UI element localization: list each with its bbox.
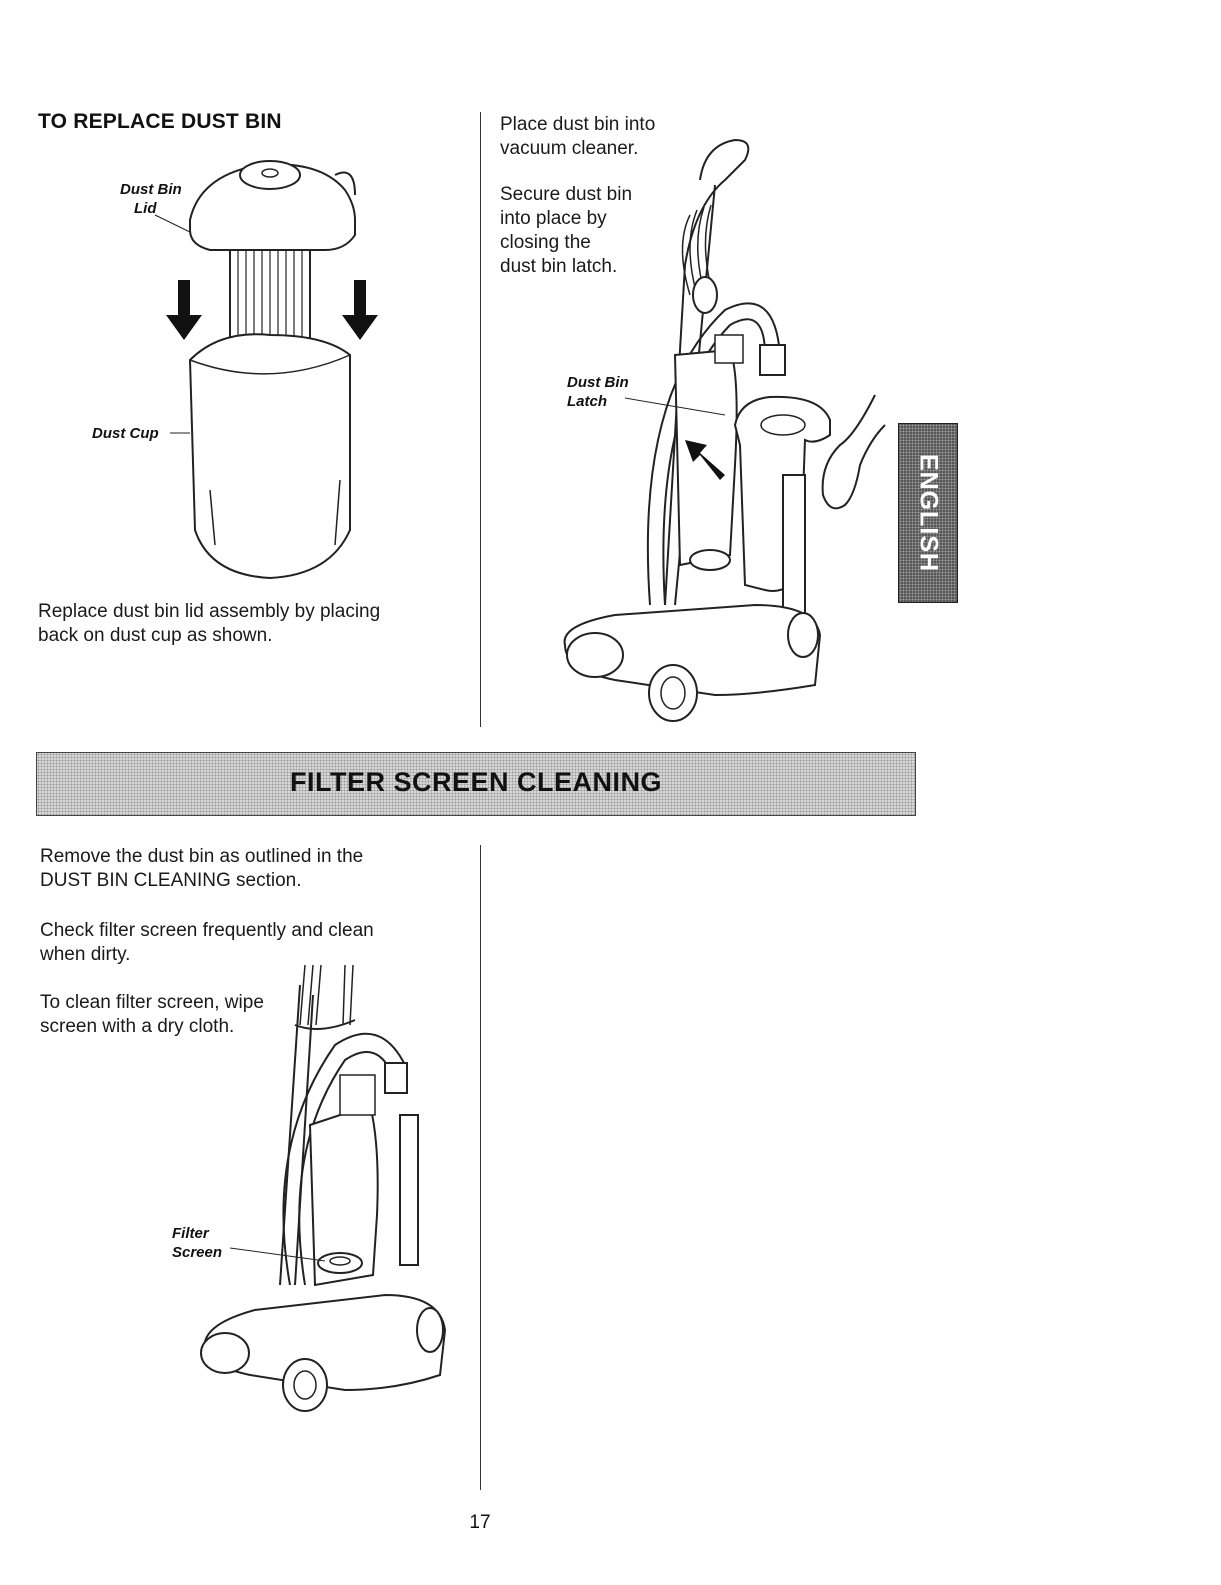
language-tab-english: ENGLISH [898,423,958,603]
callout-latch-line1: Dust Bin [567,374,629,391]
instruction-place-dust-bin: Place dust bin into vacuum cleaner. [500,113,655,161]
instruction-check-line1: Check filter screen frequently and clean [40,920,374,941]
callout-dust-bin-latch: Dust Bin Latch [567,373,629,411]
banner-title: FILTER SCREEN CLEANING [289,767,662,797]
callout-filter-screen: Filter Screen [172,1224,222,1262]
callout-dust-bin-lid-line1: Dust Bin [120,181,182,198]
vacuum-filter-screen-illustration [195,965,455,1420]
section-heading-replace-dust-bin: TO REPLACE DUST BIN [38,110,282,133]
instruction-secure-dust-bin: Secure dust bin into place by closing th… [500,183,632,279]
instruction-wipe-line1: To clean filter screen, wipe [40,992,264,1013]
callout-filter-line1: Filter [172,1225,209,1242]
instruction-wipe-line2: screen with a dry cloth. [40,1016,235,1037]
dust-bin-illustration [150,150,378,590]
section-banner-filter-screen-cleaning: FILTER SCREEN CLEANING [36,752,916,816]
instruction-secure-line4: dust bin latch. [500,256,618,277]
callout-dust-bin-lid-line2: Lid [134,200,157,217]
language-tab-label: ENGLISH [914,453,943,573]
instruction-remove-dust-bin: Remove the dust bin as outlined in the D… [40,845,363,893]
instruction-place-line1: Place dust bin into [500,114,656,135]
column-divider-bottom [480,845,481,1490]
instruction-place-line2: vacuum cleaner. [500,138,639,159]
instruction-secure-line3: closing the [500,232,591,253]
instruction-replace-lid-line2: back on dust cup as shown. [38,625,273,646]
callout-latch-line2: Latch [567,393,608,410]
instruction-secure-line1: Secure dust bin [500,184,633,205]
instruction-check-filter: Check filter screen frequently and clean… [40,919,374,967]
callout-dust-cup: Dust Cup [92,425,159,442]
page-number: 17 [469,1512,491,1533]
instruction-remove-line1: Remove the dust bin as outlined in the [40,846,364,867]
instruction-wipe-filter: To clean filter screen, wipe screen with… [40,991,264,1039]
callout-filter-line2: Screen [172,1244,223,1261]
instruction-secure-line2: into place by [500,208,607,229]
vacuum-insert-dust-bin-illustration [555,135,895,725]
column-divider-top [480,112,481,727]
callout-dust-bin-lid: Dust Bin Lid [120,180,182,218]
instruction-replace-lid-line1: Replace dust bin lid assembly by placing [38,601,381,622]
instruction-replace-lid: Replace dust bin lid assembly by placing… [38,600,380,648]
instruction-check-line2: when dirty. [40,944,131,965]
instruction-remove-line2: DUST BIN CLEANING section. [40,870,302,891]
